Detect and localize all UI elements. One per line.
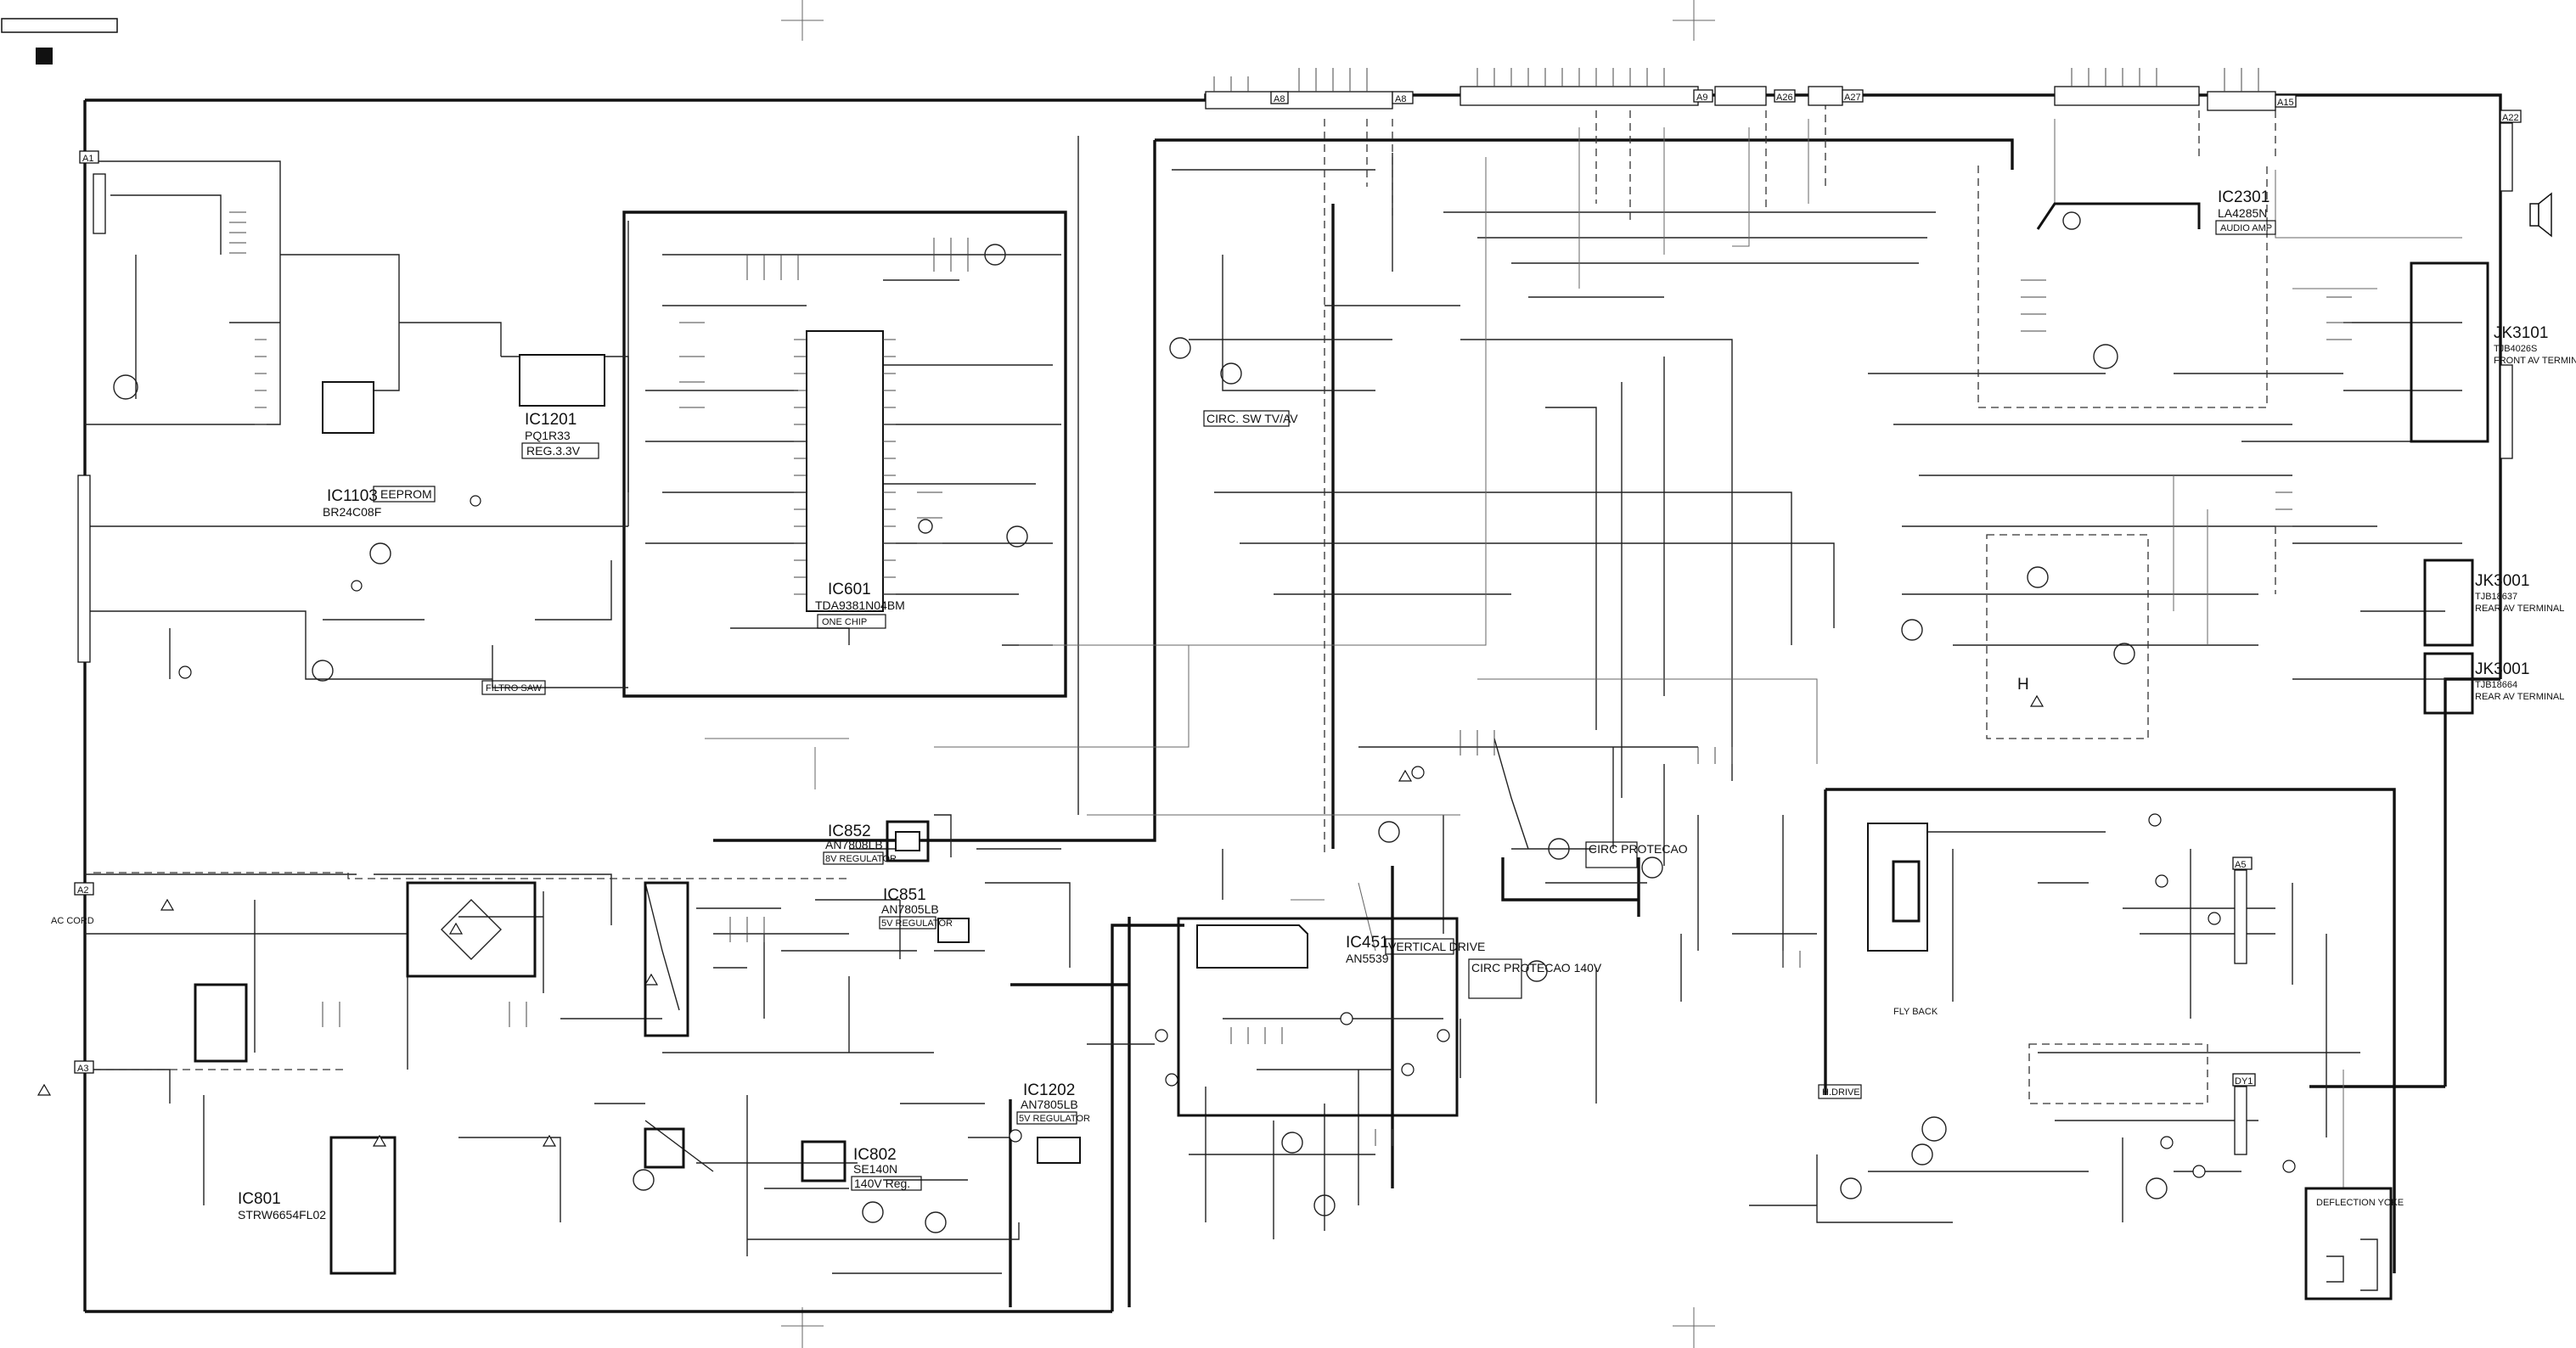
speaker-icon [2529, 192, 2552, 238]
power-bus-lines [83, 93, 2502, 1313]
ic-ref-label: IC2301 [2218, 188, 2269, 206]
ic-part-label: SE140N [853, 1162, 897, 1176]
ic-ref-label: IC802 [853, 1146, 897, 1164]
ic-note-label: 5V REGULATOR [1019, 1114, 1090, 1124]
ic1103-eeprom: IC1103 BR24C08F EEPROM [322, 381, 436, 519]
ic851-regulator: IC851 AN7805LB 5V REGULATOR [879, 886, 970, 943]
ic-note-label: VERTICAL DRIVE [1388, 940, 1485, 953]
ic-ref-label: IC852 [828, 823, 871, 840]
ic801-power: IC801 STRW6654FL02 [238, 1136, 561, 1275]
ic-ref-label: IC851 [883, 886, 926, 904]
ic1202-regulator: IC1202 AN7805LB 5V REGULATOR [1016, 1081, 1090, 1164]
jack-ref-label: JK3001 [2475, 660, 2529, 678]
connector-label: A3 [77, 1064, 88, 1074]
jk3001-rear-av: JK3001 TJB18637 REAR AV TERMINAL JK3001 … [2423, 559, 2564, 715]
ic601-chip: IC601 TDA9381N04BM ONE CHIP [794, 330, 905, 629]
thin-traces [705, 119, 2462, 1188]
connector-label: A1 [82, 154, 93, 164]
ic-note-label: 140V Reg. [854, 1177, 910, 1190]
left-connectors: A1 A2 A3 [74, 150, 106, 1074]
jack-note-label: REAR AV TERMINAL [2475, 692, 2564, 702]
ic1201-regulator: IC1201 PQ1R33 REG.3.3V [519, 354, 605, 459]
power-supply-block [194, 881, 689, 1169]
ic-part-label: STRW6654FL02 [238, 1208, 326, 1222]
connector-label: DY1 [2235, 1076, 2253, 1087]
ic-part-label: AN7805LB [881, 902, 939, 916]
ic852-regulator: IC852 AN7808LB 8V REGULATOR [823, 820, 930, 865]
connector-label: A9 [1696, 93, 1707, 103]
title-box [1, 18, 118, 33]
ic-ref-label: IC1201 [525, 411, 577, 429]
ic-part-label: AN5539 [1346, 952, 1389, 965]
ac-cord-label: AC CORD [51, 916, 94, 926]
test-points [178, 495, 2296, 1178]
deflection-yoke: DEFLECTION YOKE [2304, 1187, 2404, 1300]
circuit-label-boxes: FILTRO SAW CIRC. SW TV/AV CIRC PROTECAO … [51, 410, 2029, 1099]
connector-label: A2 [77, 885, 88, 896]
connector-label: A5 [2235, 860, 2246, 870]
jack-ref-label: JK3001 [2475, 572, 2529, 590]
circ-protecao-label: CIRC PROTECAO [1589, 842, 1688, 856]
filtro-saw-label: FILTRO SAW [486, 683, 543, 694]
h-block-label: H [2017, 676, 2029, 694]
connector-label: A15 [2277, 98, 2294, 108]
ic-part-label: PQ1R33 [525, 429, 571, 442]
top-connector-block-a15: A15 [2054, 86, 2297, 111]
connector-label: A8 [1274, 94, 1285, 104]
ic-note-label: ONE CHIP [822, 617, 867, 627]
connector-label: A22 [2502, 113, 2519, 123]
ic-part-label: AN7808LB [825, 838, 883, 851]
jack-note-label: REAR AV TERMINAL [2475, 604, 2564, 614]
h-drive-label: H.DRIVE [1822, 1087, 1860, 1098]
jack-ref-label: JK3101 [2494, 324, 2548, 342]
connector-label: A26 [1776, 93, 1793, 103]
top-connector-block-a8: A8 A8 [1205, 91, 1414, 110]
ic-ref-label: IC1103 [327, 487, 378, 505]
signal-wires [85, 136, 2462, 1274]
triangle-warning-icon [37, 694, 2044, 1147]
connector-label: A27 [1844, 93, 1861, 103]
jack-note-label: FRONT AV TERMINAL [2494, 356, 2576, 366]
jack-part-label: TJB18637 [2475, 592, 2517, 602]
circ-sw-label: CIRC. SW TV/AV [1206, 412, 1298, 425]
connector-label: A8 [1395, 94, 1406, 104]
component-ticks [229, 211, 2352, 1146]
jack-part-label: TJB4026S [2494, 344, 2537, 354]
ic-note-label: 8V REGULATOR [825, 854, 897, 864]
fly-back-label: FLY BACK [1893, 1007, 1938, 1017]
circ-protecao-140-label: CIRC PROTECAO 140V [1471, 961, 1602, 974]
jack-part-label: TJB18664 [2475, 680, 2517, 690]
flyback-block: FLY BACK [1867, 823, 1938, 1017]
ic-ref-label: IC801 [238, 1190, 281, 1208]
right-connectors: A22 A5 DY1 [2232, 110, 2522, 1155]
ic-part-label: TDA9381N04BM [815, 598, 905, 612]
deflection-yoke-label: DEFLECTION YOKE [2316, 1198, 2404, 1208]
dashed-cable-lines [93, 102, 2276, 1104]
ic-ref-label: IC1202 [1023, 1081, 1075, 1099]
ic802-regulator: IC802 SE140N 140V Reg. [801, 1140, 922, 1191]
ic-part-label: BR24C08F [323, 505, 381, 519]
ic-note-label: REG.3.3V [526, 444, 581, 458]
ic-note-label: 5V REGULATOR [881, 918, 953, 929]
connector-pins [1213, 68, 2259, 92]
filled-square-icon [36, 48, 53, 65]
transistor-symbols [113, 211, 2168, 1233]
ic-ref-label: IC451 [1346, 934, 1389, 952]
ic-note-label: EEPROM [380, 487, 432, 501]
crosshair-icon [781, 0, 1715, 1348]
ic-note-label: AUDIO AMP [2220, 223, 2272, 233]
ic-part-label: LA4285N [2218, 206, 2267, 220]
ic-part-label: AN7805LB [1021, 1098, 1078, 1111]
jk3101-front-av: JK3101 TJB4026S FRONT AV TERMINAL [2410, 261, 2576, 443]
ic-ref-label: IC601 [828, 581, 871, 598]
ic2301-audio-amp: IC2301 LA4285N AUDIO AMP [2036, 188, 2276, 235]
ic451-vertical-drive: IC451 VERTICAL DRIVE AN5539 [1177, 917, 1485, 1117]
